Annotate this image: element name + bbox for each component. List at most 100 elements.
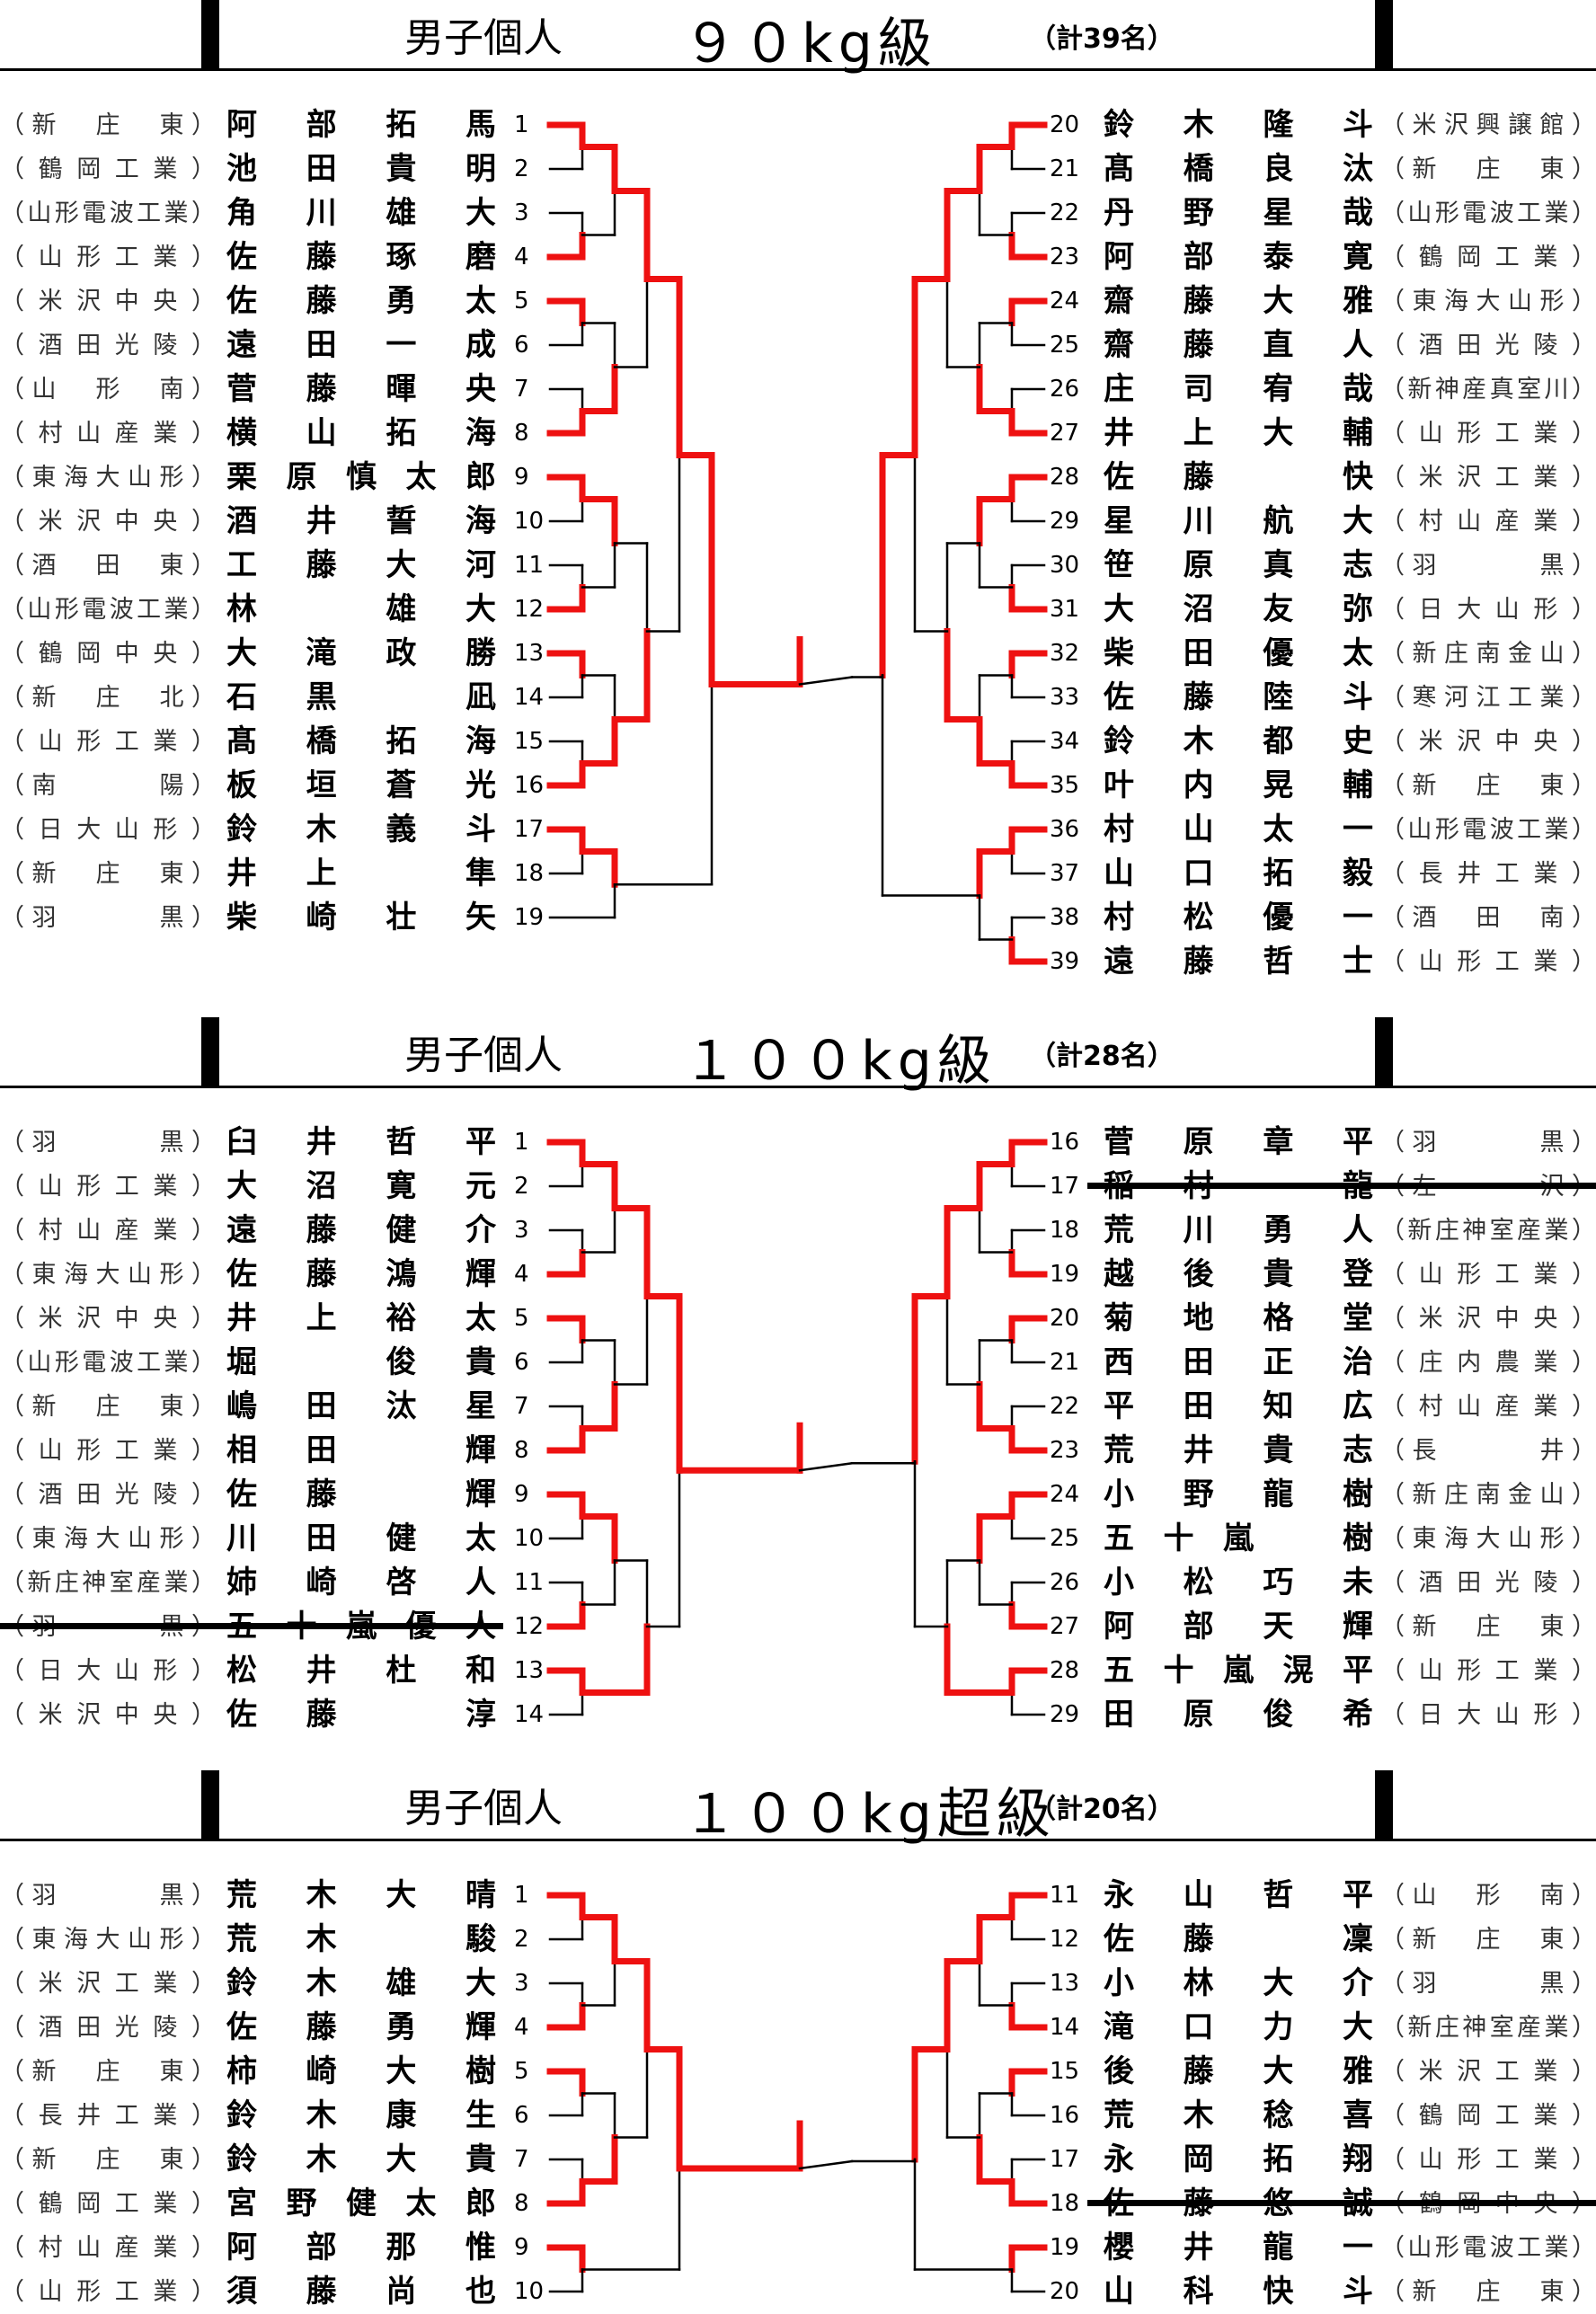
athlete-name: 宮野健太郎 — [226, 2185, 496, 2221]
seed-number: 15 — [514, 728, 545, 755]
school-name: （新 庄 東） — [1380, 1613, 1596, 1641]
school-name: （新庄南金山） — [1380, 1481, 1596, 1509]
athlete-name: 大沼友弥 — [1104, 591, 1373, 627]
athlete-name: 工藤大河 — [226, 547, 496, 583]
seed-number: 5 — [514, 288, 529, 315]
athlete-name: 阿部天輝 — [1104, 1609, 1373, 1645]
school-name: （新庄神室産業） — [1380, 2014, 1596, 2042]
school-name: （寒河江工業） — [1380, 684, 1596, 712]
school-name: （米沢中央） — [0, 508, 216, 536]
school-name: （山形電波工業） — [0, 596, 216, 624]
school-name: （新 庄 東） — [1380, 2278, 1596, 2306]
seed-number: 27 — [1050, 1613, 1080, 1640]
seed-number: 13 — [514, 640, 545, 667]
school-name: （村山産業） — [1380, 508, 1596, 536]
participant-count: （計20名） — [1029, 1794, 1175, 1825]
athlete-name: 村松優一 — [1104, 900, 1373, 935]
section-title: 男子個人 — [404, 1033, 563, 1078]
seed-number: 24 — [1050, 1481, 1080, 1508]
athlete-name: 山口拓毅 — [1104, 856, 1373, 891]
bracket-lines — [546, 121, 1048, 965]
bracket-lines — [546, 1892, 1048, 2293]
athlete-name: 荒川勇人 — [1104, 1212, 1373, 1248]
seed-number: 20 — [1050, 1305, 1080, 1332]
bracket-lines — [546, 1139, 1048, 1716]
athlete-name: 永山哲平 — [1104, 1877, 1373, 1913]
seed-number: 12 — [514, 1613, 545, 1640]
school-name: （新庄南金山） — [1380, 640, 1596, 668]
athlete-name: 柿崎大樹 — [226, 2053, 496, 2089]
school-name: （山形電波工業） — [0, 199, 216, 227]
section-title: 男子個人 — [404, 1786, 563, 1831]
bracket-path — [798, 1461, 854, 1472]
seed-number: 8 — [514, 1437, 529, 1464]
section-header: 男子個人 １００kg超級 （計20名） — [0, 1770, 1596, 1846]
seed-number: 23 — [1050, 244, 1080, 270]
school-name: （新 庄 東） — [0, 860, 216, 888]
school-name: （新 庄 東） — [0, 1393, 216, 1421]
seed-number: 25 — [1050, 332, 1080, 359]
athlete-name: 村山太一 — [1104, 811, 1373, 847]
seed-number: 21 — [1050, 1349, 1080, 1376]
school-name: （羽 黒） — [1380, 552, 1596, 580]
school-name: （酒田光陵） — [0, 2014, 216, 2042]
athlete-name: 小松巧未 — [1104, 1565, 1373, 1600]
athlete-name: 五十嵐 樹 — [1104, 1521, 1373, 1556]
athlete-name: 鈴木都史 — [1104, 723, 1373, 759]
seed-number: 8 — [514, 2190, 529, 2217]
athlete-name: 遠藤健介 — [226, 1212, 496, 1248]
school-name: （米沢興譲館） — [1380, 111, 1596, 139]
school-name: （鶴岡中央） — [0, 640, 216, 668]
athlete-name: 石黒 凪 — [226, 679, 496, 715]
school-name: （山形電波工業） — [1380, 199, 1596, 227]
athlete-name: 鈴木義斗 — [226, 811, 496, 847]
school-name: （村山産業） — [1380, 1393, 1596, 1421]
school-name: （酒田光陵） — [1380, 1569, 1596, 1597]
school-name: （山形工業） — [0, 728, 216, 756]
athlete-name: 西田正治 — [1104, 1344, 1373, 1380]
school-name: （酒 田 南） — [1380, 904, 1596, 932]
seed-number: 21 — [1050, 155, 1080, 182]
athlete-name: 菅原章平 — [1104, 1124, 1373, 1160]
seed-number: 2 — [514, 155, 529, 182]
athlete-name: 相田 輝 — [226, 1432, 496, 1468]
athlete-name: 阿部拓馬 — [226, 107, 496, 143]
school-name: （東海大山形） — [1380, 1525, 1596, 1553]
seed-number: 7 — [514, 376, 529, 403]
seed-number: 15 — [1050, 2058, 1080, 2085]
school-name: （日大山形） — [0, 1657, 216, 1685]
athlete-name: 大滝政勝 — [226, 635, 496, 671]
school-name: （米沢中央） — [1380, 1305, 1596, 1333]
seed-number: 31 — [1050, 596, 1080, 623]
school-name: （山形電波工業） — [1380, 816, 1596, 844]
school-name: （南 陽） — [0, 772, 216, 800]
seed-number: 38 — [1050, 904, 1080, 931]
school-name: （山 形 南） — [0, 376, 216, 403]
withdrawn-strike — [0, 1623, 503, 1629]
seed-number: 10 — [514, 1525, 545, 1552]
bracket-path — [798, 2159, 854, 2170]
athlete-name: 酒井誓海 — [226, 503, 496, 539]
athlete-name: 滝口力大 — [1104, 2009, 1373, 2045]
athlete-name: 遠藤哲士 — [1104, 944, 1373, 980]
